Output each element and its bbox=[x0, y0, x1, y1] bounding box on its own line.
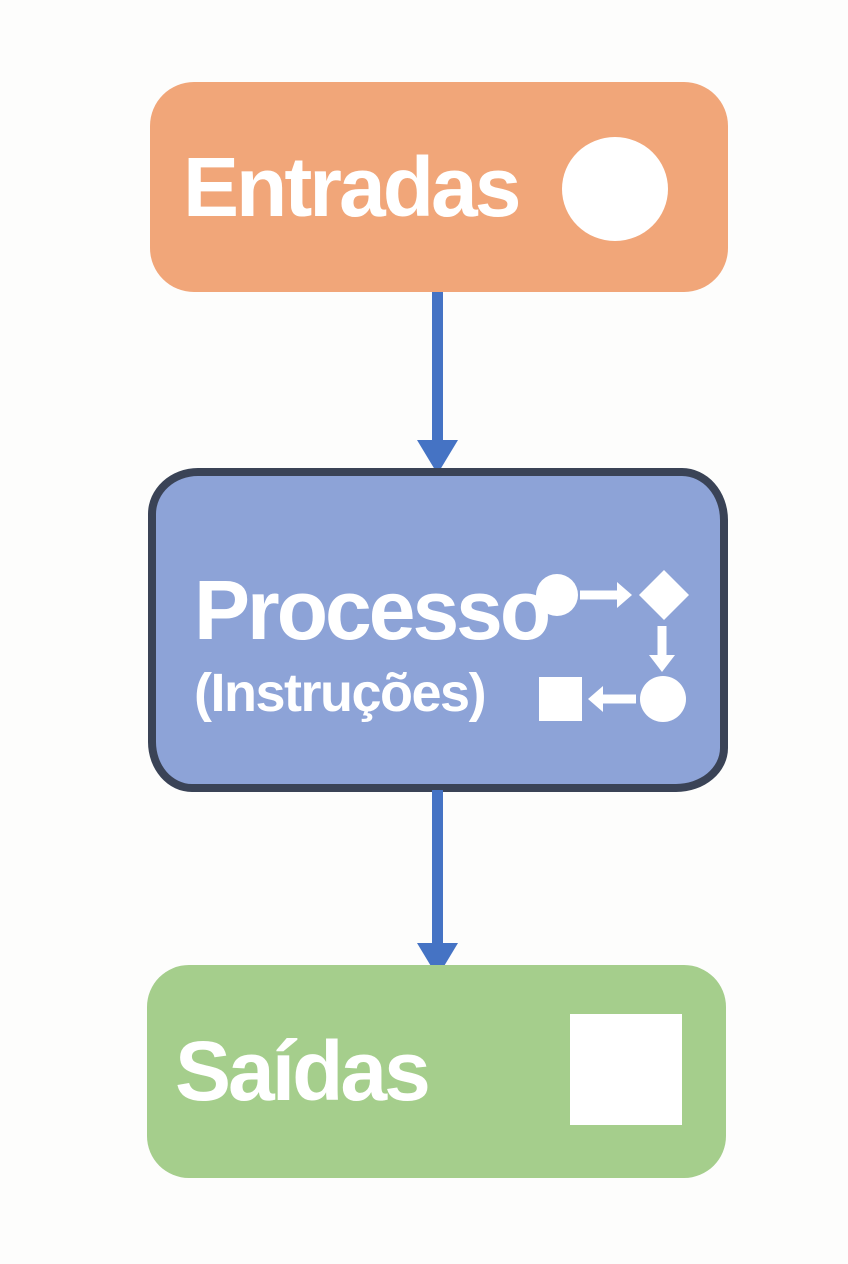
mini-arrow-down-icon bbox=[649, 655, 675, 672]
mini-arrow-right-shaft bbox=[580, 590, 617, 600]
arrow-shaft bbox=[432, 790, 443, 945]
processo-text: Processo (Instruções) bbox=[194, 563, 551, 723]
node-entradas: Entradas bbox=[150, 82, 728, 292]
node-processo: Processo (Instruções) bbox=[148, 468, 728, 792]
mini-arrow-right-icon bbox=[617, 582, 632, 608]
mini-arrow-left-shaft bbox=[603, 694, 636, 704]
arrow-head bbox=[417, 440, 458, 474]
mini-square-icon bbox=[539, 677, 582, 721]
circle-icon bbox=[562, 137, 668, 241]
processo-label: Processo bbox=[194, 563, 551, 657]
saidas-label: Saídas bbox=[175, 1024, 431, 1118]
mini-arrow-left-icon bbox=[588, 686, 603, 712]
arrow-shaft bbox=[432, 292, 443, 442]
arrow-entradas-to-processo-icon bbox=[417, 292, 458, 474]
square-icon bbox=[570, 1014, 682, 1125]
mini-circle-2-icon bbox=[640, 676, 686, 722]
mini-diamond-icon bbox=[639, 570, 689, 620]
arrow-processo-to-saidas-icon bbox=[417, 790, 458, 977]
arrow-head bbox=[417, 943, 458, 977]
mini-flowchart-icon bbox=[536, 570, 689, 722]
entradas-label: Entradas bbox=[183, 139, 521, 234]
mini-circle-icon bbox=[536, 574, 578, 616]
processo-sublabel: (Instruções) bbox=[194, 663, 487, 723]
mini-arrow-down-shaft bbox=[657, 626, 667, 657]
node-saidas: Saídas bbox=[147, 965, 726, 1178]
